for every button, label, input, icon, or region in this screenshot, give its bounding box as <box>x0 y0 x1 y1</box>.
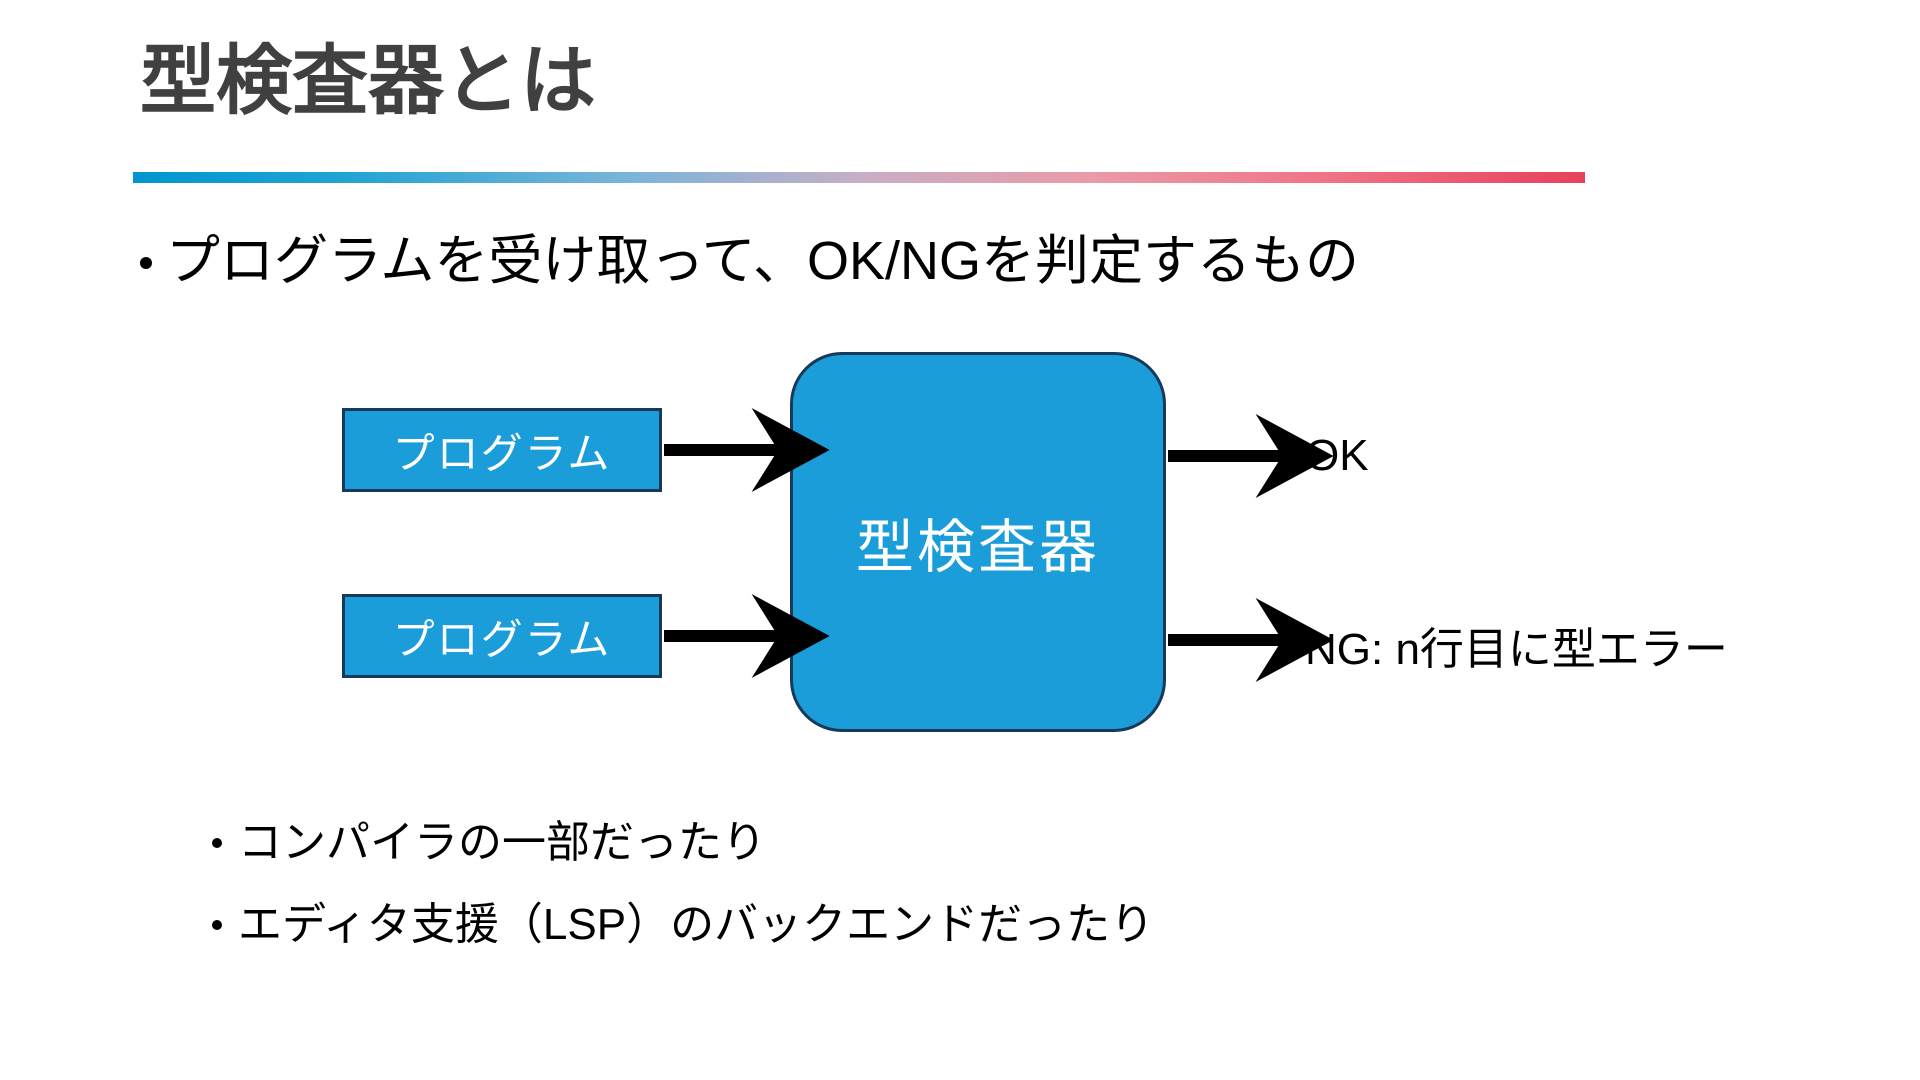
bullet-sub-2: エディタ支援（LSP）のバックエンドだったり <box>212 888 1154 952</box>
bullet-sub-label-2: エディタ支援（LSP）のバックエンドだったり <box>238 900 1155 949</box>
input-program-box-1: プログラム <box>342 408 662 492</box>
page-title: 型検査器とは <box>140 39 596 124</box>
input-program-box-2: プログラム <box>342 594 662 678</box>
bullet-sub-label-1: コンパイラの一部だったり <box>238 818 766 867</box>
type-checker-label: 型検査器 <box>855 515 1100 580</box>
output-label-ng: NG: n行目に型エラー <box>1305 625 1728 674</box>
input-program-label-1: プログラム <box>392 429 612 477</box>
bullet-main: プログラムを受け取って、OK/NGを判定するもの <box>140 231 1360 291</box>
bullet-dot-icon <box>212 920 222 930</box>
bullet-sub-1: コンパイラの一部だったり <box>212 806 766 870</box>
type-checker-box: 型検査器 <box>790 352 1166 732</box>
bullet-main-label: プログラムを受け取って、OK/NGを判定するもの <box>166 231 1360 291</box>
output-label-ok: OK <box>1305 431 1369 480</box>
bullet-dot-icon <box>212 838 222 848</box>
input-program-label-2: プログラム <box>392 615 612 663</box>
bullet-dot-icon <box>140 257 152 269</box>
title-underline-gradient <box>133 172 1585 183</box>
